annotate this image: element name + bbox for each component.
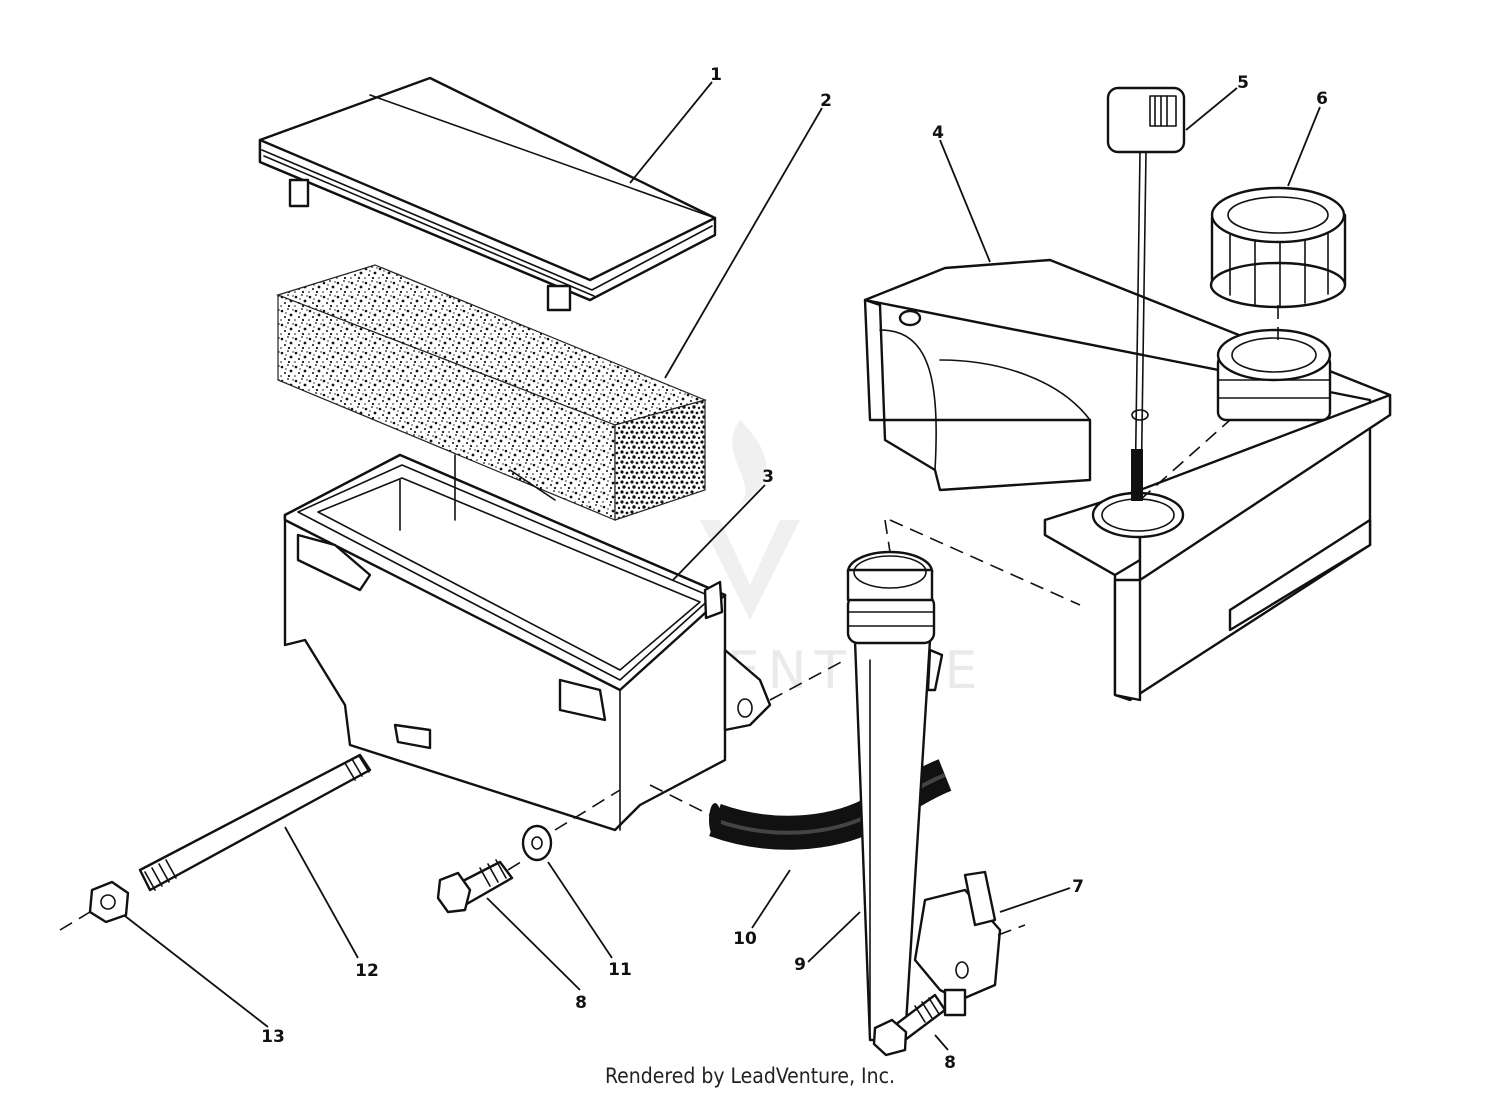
alignment-lines: [507, 305, 1279, 936]
part-3-air-cleaner-base: [283, 453, 772, 832]
callout-13: 13: [261, 1027, 285, 1047]
part-1-air-cleaner-cover: [258, 76, 717, 312]
part-8-bolt-left: [436, 859, 514, 914]
callout-8-right: 8: [944, 1053, 956, 1073]
part-4-fuel-tank: [863, 258, 1392, 702]
callout-9: 9: [794, 955, 806, 975]
callout-11: 11: [608, 960, 632, 980]
part-5-dipstick: [1106, 86, 1186, 501]
callout-12: 12: [355, 961, 379, 981]
callout-labels: 1 2 3 4 5 6 7 8 9 10 11 8 12 13: [261, 65, 1328, 1073]
part-9-fill-tube: [846, 550, 944, 1042]
callout-3: 3: [762, 467, 774, 487]
footer-credit: Rendered by LeadVenture, Inc.: [605, 1064, 895, 1088]
part-2-foam-filter: [276, 264, 707, 521]
callout-4: 4: [932, 123, 944, 143]
callout-5: 5: [1237, 73, 1249, 93]
part-6-fuel-cap: [1209, 186, 1347, 309]
callout-10: 10: [733, 929, 757, 949]
callout-6: 6: [1316, 89, 1328, 109]
callout-8-left: 8: [575, 993, 587, 1013]
callout-7: 7: [1072, 877, 1084, 897]
part-12-long-bolt: [138, 753, 372, 892]
callout-1: 1: [710, 65, 722, 85]
leader-lines: [124, 81, 1321, 1051]
part-8-bolt-right: [872, 993, 947, 1057]
part-13-nut: [59, 880, 130, 931]
part-7-bracket: [913, 870, 1002, 1017]
fuel-tank-neck: [1216, 328, 1332, 422]
part-11-washer: [521, 824, 553, 862]
callout-2: 2: [820, 91, 832, 111]
